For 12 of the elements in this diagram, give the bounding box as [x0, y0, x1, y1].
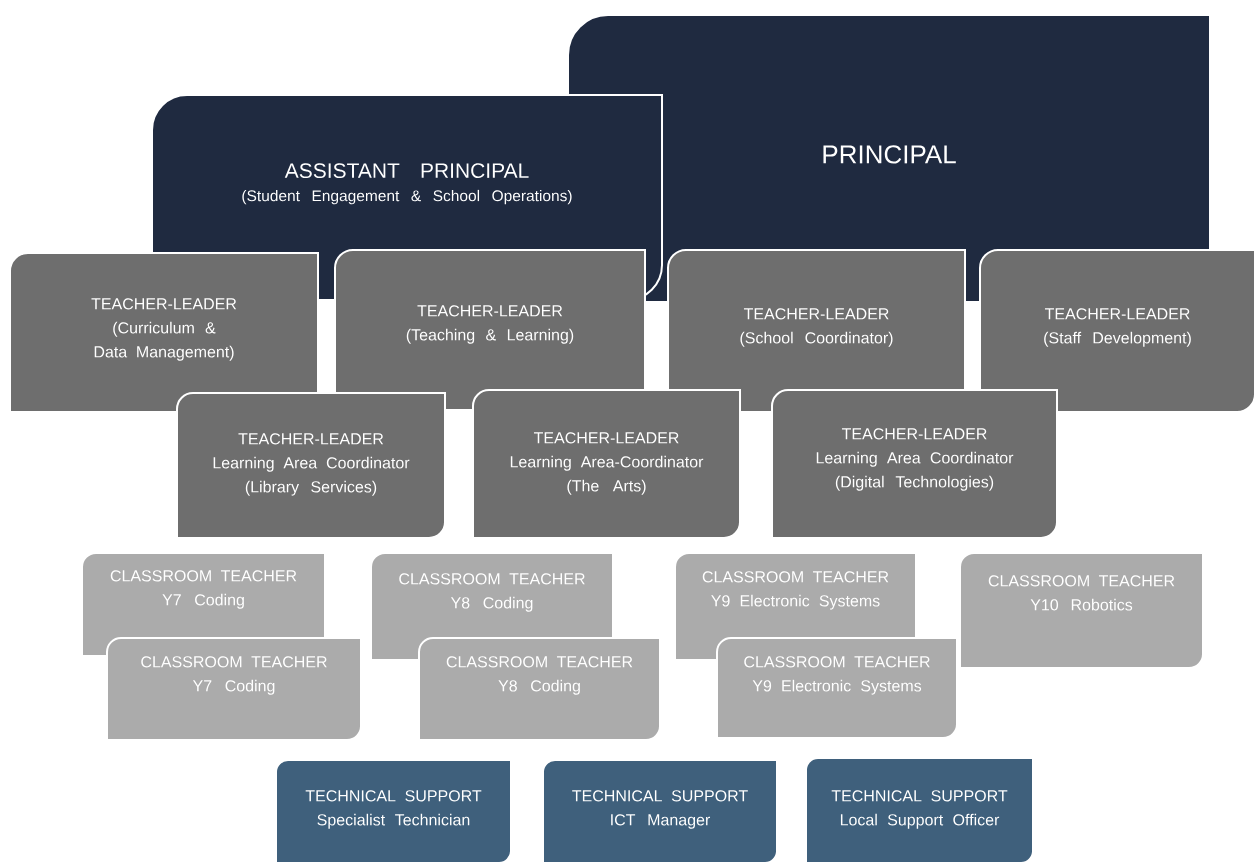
role-box: TECHNICAL SUPPORT Local Support Officer [805, 757, 1034, 863]
role-box: CLASSROOM TEACHER Y7 Coding [106, 637, 362, 741]
role-box: TECHNICAL SUPPORT Specialist Technician [275, 759, 512, 863]
role-box: TEACHER-LEADER Learning Area-Coordinator (The Arts) [472, 389, 741, 539]
role-box: CLASSROOM TEACHER Y10 Robotics [959, 552, 1204, 669]
role-box: TEACHER-LEADER Learning Area Coordinator (Library Services) [176, 392, 446, 539]
role-box: TEACHER-LEADER Learning Area Coordinator (Digital Technologies) [771, 389, 1058, 539]
role-box: TECHNICAL SUPPORT ICT Manager [542, 759, 778, 863]
role-box: TEACHER-LEADER (Staff Development) [979, 249, 1255, 413]
role-box: CLASSROOM TEACHER Y9 Electronic Systems [716, 637, 958, 739]
role-box: CLASSROOM TEACHER Y8 Coding [418, 637, 661, 741]
role-box: TEACHER-LEADER (Curriculum & Data Management) [9, 252, 319, 413]
